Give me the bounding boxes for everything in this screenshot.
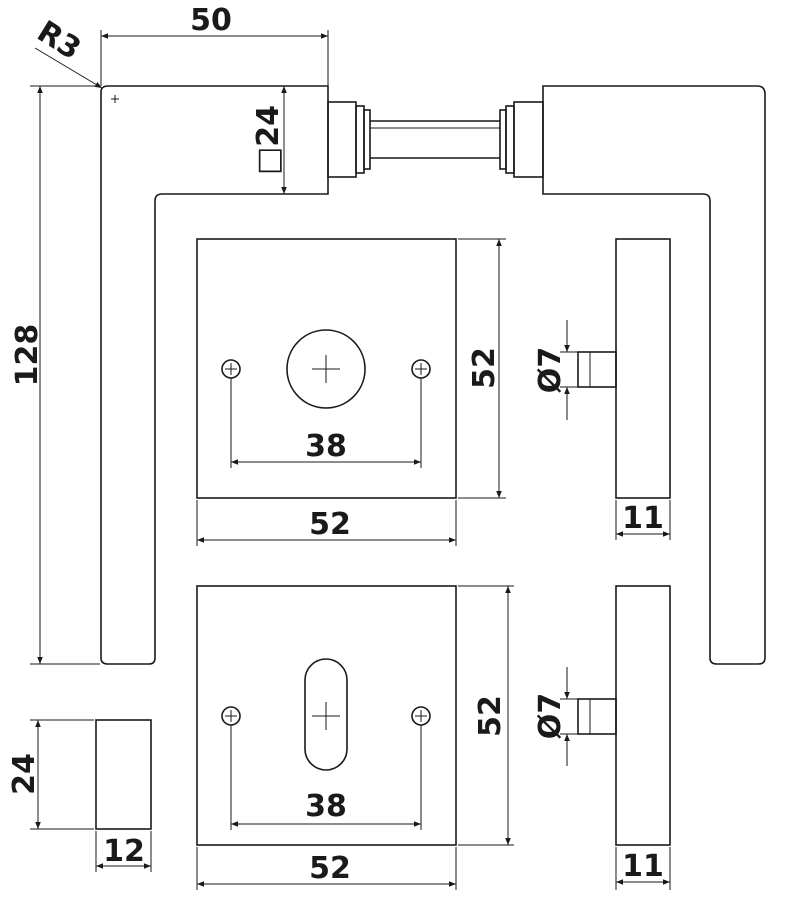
dimension-rose2-hole-spacing: 38 <box>230 725 422 830</box>
rose2-side-view: Ø7 11 <box>533 585 671 890</box>
dimension-rose1-width: 52 <box>196 500 457 546</box>
label-rose2-hole-spacing: 38 <box>305 789 347 824</box>
label-rose2-pin-diameter: Ø7 <box>533 693 568 739</box>
dimension-radius: R3 <box>31 14 103 89</box>
left-lever-handle <box>100 85 329 665</box>
rose-plate-2 <box>196 585 457 846</box>
dimension-total-height: 128 <box>10 85 100 665</box>
dimension-spindle-square: □24 <box>251 85 326 194</box>
spindle-assembly <box>327 101 544 178</box>
label-rose2-width: 52 <box>309 851 351 886</box>
key-slot <box>304 658 348 771</box>
label-total-height: 128 <box>10 324 45 387</box>
label-rose2-height: 52 <box>473 695 508 737</box>
label-top-width: 50 <box>190 3 232 38</box>
label-rose1-hole-spacing: 38 <box>305 429 347 464</box>
label-radius: R3 <box>31 14 87 67</box>
label-section-height: 24 <box>7 753 42 795</box>
label-rose2-thickness: 11 <box>622 849 664 884</box>
label-section-width: 12 <box>103 834 145 869</box>
dimension-rose1-height: 52 <box>458 238 506 499</box>
dimension-rose2-height: 52 <box>458 585 514 846</box>
label-rose1-width: 52 <box>309 507 351 542</box>
label-rose1-thickness: 11 <box>622 501 664 536</box>
label-rose1-pin-diameter: Ø7 <box>533 347 568 393</box>
label-spindle-square: □24 <box>251 105 286 175</box>
label-rose1-height: 52 <box>467 347 502 389</box>
rose-plate-1 <box>196 238 457 499</box>
dimension-rose1-hole-spacing: 38 <box>230 378 422 468</box>
handle-cross-section: 24 12 <box>7 719 152 872</box>
right-lever-handle <box>542 85 766 665</box>
rose1-side-view: Ø7 11 <box>533 238 671 540</box>
dimension-top-width: 50 <box>100 3 329 86</box>
cylinder-hole <box>286 329 366 409</box>
dimension-rose2-width: 52 <box>196 847 457 890</box>
